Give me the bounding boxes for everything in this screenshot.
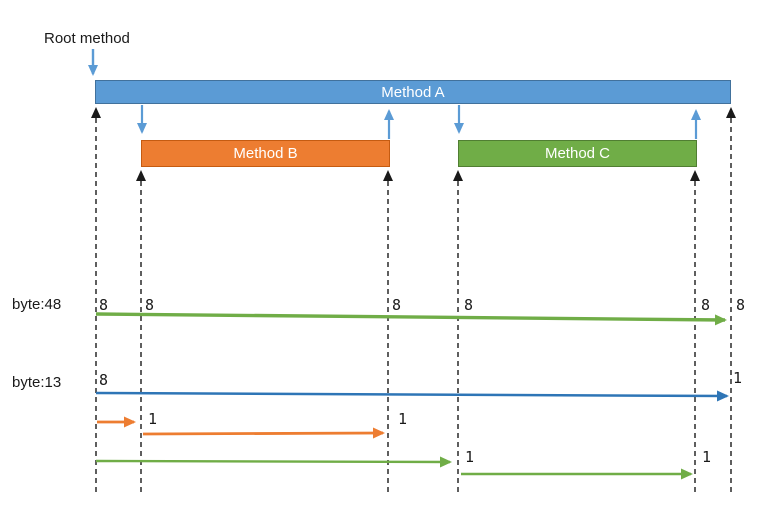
byte13-marker-end: 1 [733,369,743,387]
byte48-marker-0: 8 [99,296,109,314]
byte13-row-label: byte:13 [12,374,62,391]
byte48-marker-4: 8 [701,296,711,314]
byte48-marker-3: 8 [464,296,474,314]
method-a-bar: Method A [95,80,731,104]
byte13-marker-start: 8 [99,371,109,389]
method-b-bar: Method B [141,140,390,167]
byte48-row-label: byte:48 [12,296,62,313]
orange-marker-1: 1 [148,410,158,428]
orange-marker-2: 1 [398,410,408,428]
lifetime-arrow-byte13 [95,390,729,402]
byte48-marker-5: 8 [736,296,746,314]
lifetime-arrow-green-1 [95,456,452,468]
method-c-label: Method C [544,145,611,162]
green-marker-2: 1 [702,448,712,466]
green-marker-1: 1 [465,448,475,466]
method-b-label: Method B [233,145,298,162]
root-method-label: Root method [44,30,130,47]
byte48-marker-2: 8 [392,296,402,314]
lifetime-arrow-byte48 [95,312,727,326]
method-a-label: Method A [381,83,445,101]
method-c-bar: Method C [458,140,697,167]
lifetime-arrow-orange-2 [142,427,385,439]
byte48-marker-1: 8 [145,296,155,314]
